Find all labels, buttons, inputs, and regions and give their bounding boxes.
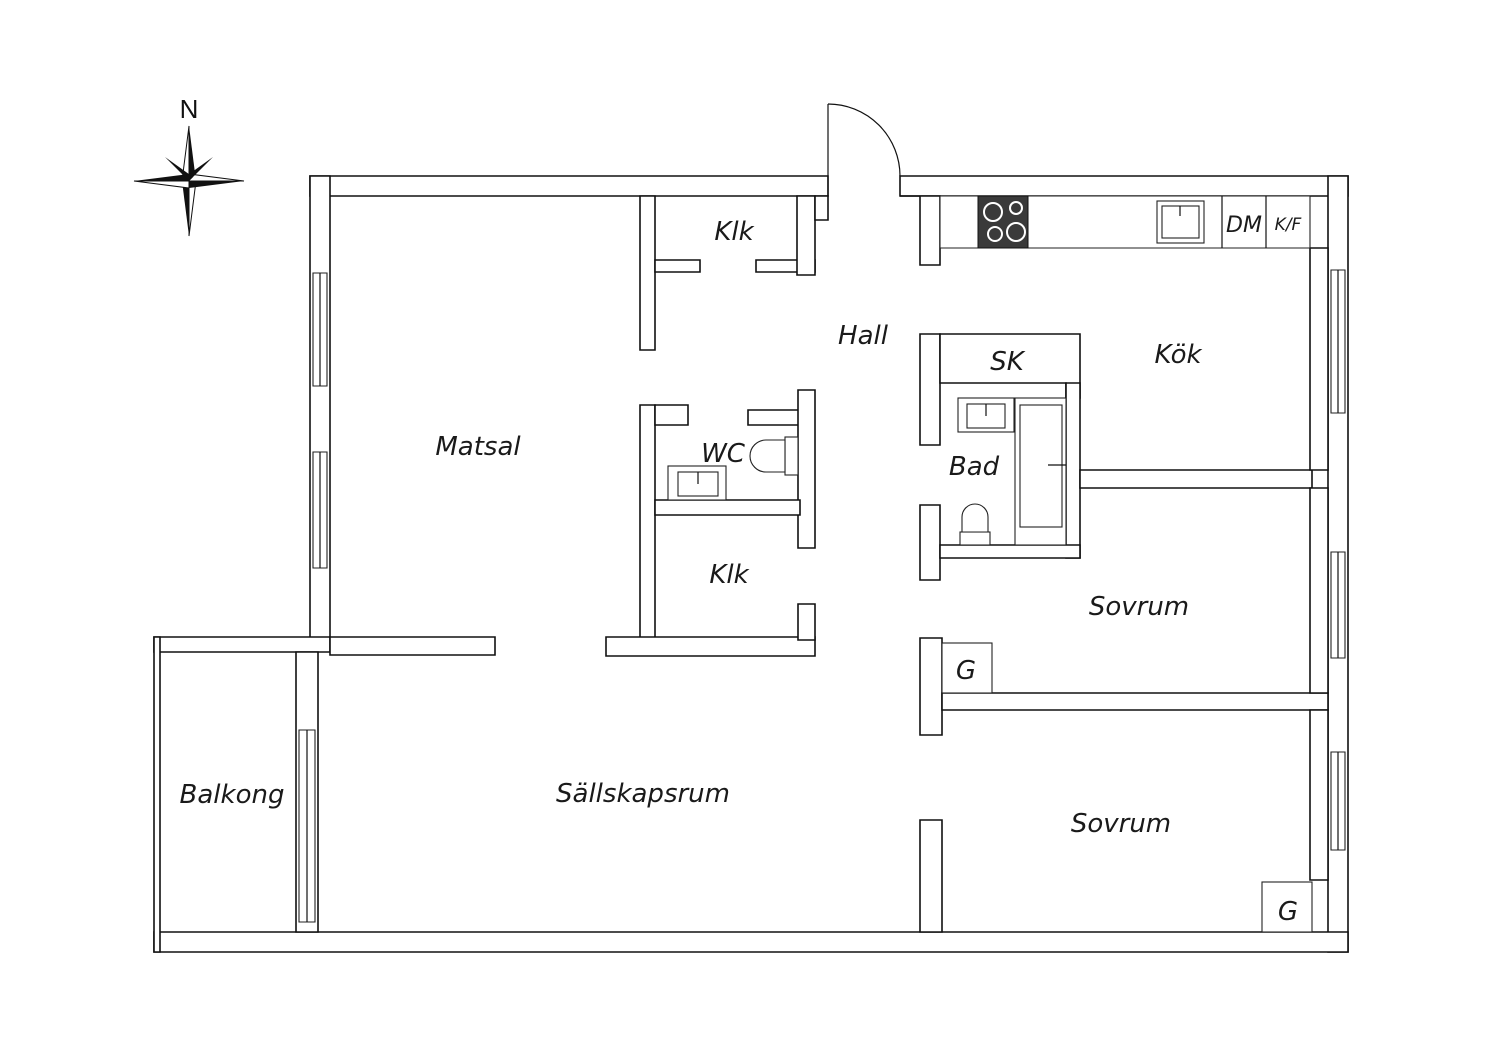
kitchen-fixtures: DM K/F — [939, 195, 1311, 249]
room-label-balkong: Balkong — [180, 780, 285, 810]
room-label-sovrum-2: Sovrum — [1071, 809, 1171, 839]
entrance-door — [827, 103, 901, 196]
room-label-hall: Hall — [838, 321, 889, 351]
fridge-freezer-label: K/F — [1275, 215, 1302, 235]
washbasin-icon — [667, 465, 727, 501]
sink-icon — [1156, 200, 1205, 244]
toilet-icon — [959, 503, 991, 546]
wardrobe-label-2: G — [1278, 897, 1298, 927]
wc-fixtures — [667, 436, 799, 501]
wardrobes — [941, 642, 1313, 933]
washbasin-icon — [957, 397, 1015, 433]
room-label-bad: Bad — [949, 452, 1000, 482]
toilet-icon — [749, 436, 799, 476]
compass-rose-icon: N — [133, 94, 245, 237]
room-label-klk-top: Klk — [714, 217, 754, 247]
room-label-wc: WC — [701, 439, 746, 469]
room-labels: Matsal Hall Klk Klk WC SK Kök Bad Sovrum… — [180, 217, 1299, 927]
north-label: N — [180, 94, 199, 124]
room-label-sovrum-1: Sovrum — [1089, 592, 1189, 622]
room-label-sallskapsrum: Sällskapsrum — [556, 779, 730, 809]
windows — [298, 269, 1346, 923]
room-label-kok: Kök — [1154, 340, 1202, 370]
wardrobe-label-1: G — [956, 656, 976, 686]
room-label-klk-mid: Klk — [709, 560, 749, 590]
bathroom-fixtures — [957, 397, 1067, 546]
room-label-sk: SK — [990, 347, 1026, 377]
stove-icon — [977, 195, 1029, 249]
room-label-matsal: Matsal — [435, 432, 521, 462]
bathtub-icon — [1014, 397, 1067, 546]
dishwasher-label: DM — [1226, 213, 1262, 238]
interior-walls — [329, 195, 1329, 933]
